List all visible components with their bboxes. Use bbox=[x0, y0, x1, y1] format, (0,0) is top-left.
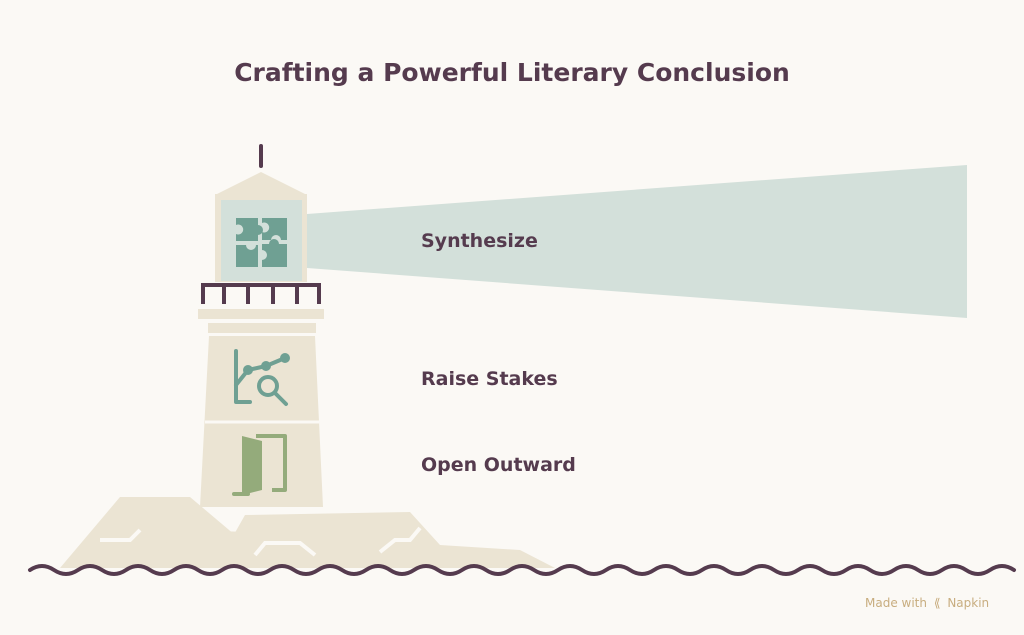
rock-cracks bbox=[100, 526, 422, 557]
puzzle-icon bbox=[236, 218, 287, 267]
chart-magnifier-icon bbox=[234, 349, 290, 406]
step-label-open-outward: Open Outward bbox=[421, 454, 576, 476]
lantern-glass bbox=[221, 200, 302, 281]
gallery-railing bbox=[201, 283, 321, 304]
tower-cap bbox=[208, 323, 316, 333]
step-label-raise-stakes: Raise Stakes bbox=[421, 368, 558, 390]
step-label-synthesize: Synthesize bbox=[421, 230, 538, 252]
sea-waves bbox=[28, 564, 1016, 576]
open-door-icon bbox=[232, 434, 287, 496]
credit-brand: Napkin bbox=[947, 596, 990, 610]
made-with-credit[interactable]: Made with ⟪ Napkin bbox=[865, 596, 989, 610]
diagram-title: Crafting a Powerful Literary Conclusion bbox=[234, 58, 790, 87]
light-beam bbox=[307, 165, 967, 318]
napkin-logo-icon: ⟪ bbox=[933, 596, 941, 610]
rocks bbox=[60, 497, 555, 568]
credit-prefix: Made with bbox=[865, 596, 927, 610]
lantern-roof bbox=[215, 172, 307, 195]
gallery-deck bbox=[198, 309, 324, 319]
